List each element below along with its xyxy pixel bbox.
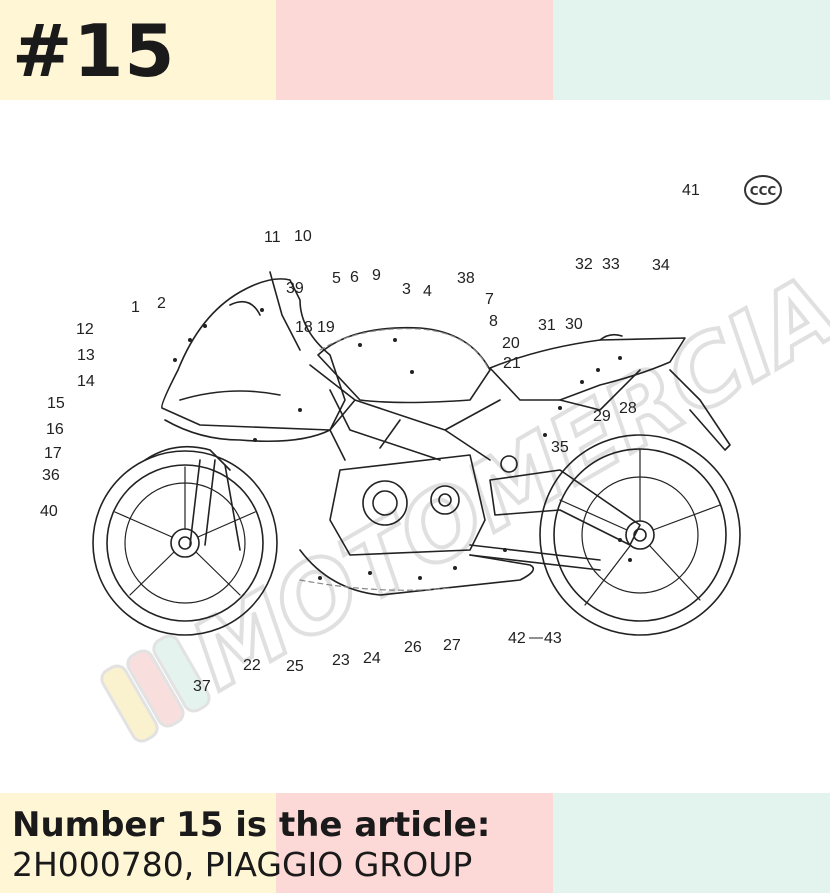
callout-32: 32 bbox=[575, 256, 593, 273]
callout-40: 40 bbox=[40, 503, 58, 520]
item-number: #15 bbox=[12, 9, 176, 93]
callout-21: 21 bbox=[503, 355, 521, 372]
callout-34: 34 bbox=[652, 257, 670, 274]
footer-article-number: 2H000780, PIAGGIO GROUP bbox=[12, 845, 473, 884]
callout-5: 5 bbox=[332, 270, 341, 287]
exploded-decal-diagram: MOTOMERCIA CCC bbox=[40, 175, 830, 743]
front-fork bbox=[189, 459, 241, 551]
callout-29: 29 bbox=[593, 408, 611, 425]
callout-2: 2 bbox=[157, 295, 166, 312]
callout-22: 22 bbox=[243, 657, 261, 674]
lower-fairing bbox=[299, 549, 535, 596]
callout-1: 1 bbox=[131, 299, 140, 316]
callout-11: 11 bbox=[264, 229, 281, 246]
ccc-mark-text: CCC bbox=[750, 184, 777, 198]
callout-18: 18 bbox=[295, 319, 313, 336]
callout-14: 14 bbox=[77, 373, 95, 390]
callout-33: 33 bbox=[602, 256, 620, 273]
callout-43: 43 bbox=[544, 630, 562, 647]
footer-band-pink bbox=[276, 793, 553, 893]
callout-8: 8 bbox=[489, 313, 498, 330]
callout-12: 12 bbox=[76, 321, 94, 338]
header-band-yellow bbox=[0, 0, 276, 100]
callout-36: 36 bbox=[42, 467, 60, 484]
callout-35: 35 bbox=[551, 439, 569, 456]
callout-25: 25 bbox=[286, 658, 304, 675]
callout-labels: 1 2 3 4 5 6 7 8 9 10 11 12 13 14 15 16 1… bbox=[40, 182, 700, 695]
callout-42: 42 bbox=[508, 630, 526, 647]
callout-28: 28 bbox=[619, 400, 637, 417]
motorcycle-drawing bbox=[92, 271, 741, 636]
header-band-pink bbox=[276, 0, 553, 100]
callout-16: 16 bbox=[46, 421, 64, 438]
callout-27: 27 bbox=[443, 637, 461, 654]
swingarm bbox=[489, 469, 641, 546]
front-wheel bbox=[92, 445, 278, 636]
header-band-mint bbox=[553, 0, 830, 100]
callout-7: 7 bbox=[485, 291, 494, 308]
callout-31: 31 bbox=[538, 317, 556, 334]
tail-light bbox=[669, 369, 731, 451]
callout-6: 6 bbox=[350, 269, 359, 286]
footer-band-yellow bbox=[0, 793, 276, 893]
callout-38: 38 bbox=[457, 270, 475, 287]
callout-10: 10 bbox=[294, 228, 312, 245]
footer-band-mint bbox=[553, 793, 830, 893]
callout-13: 13 bbox=[77, 347, 95, 364]
engine bbox=[329, 419, 486, 556]
callout-9: 9 bbox=[372, 267, 381, 284]
callout-23: 23 bbox=[332, 652, 350, 669]
footer-headline: Number 15 is the article: bbox=[12, 805, 491, 845]
callout-19: 19 bbox=[317, 319, 335, 336]
callout-39: 39 bbox=[286, 280, 304, 297]
seat-tail bbox=[489, 337, 686, 401]
callout-30: 30 bbox=[565, 316, 583, 333]
ccc-certification-mark: CCC bbox=[744, 175, 782, 205]
main-frame bbox=[309, 364, 501, 461]
callout-15: 15 bbox=[47, 395, 65, 412]
footer-band bbox=[0, 793, 830, 893]
callout-26: 26 bbox=[404, 639, 422, 656]
rear-wheel bbox=[539, 434, 741, 636]
callout-20: 20 bbox=[502, 335, 520, 352]
callout-41: 41 bbox=[682, 182, 700, 199]
front-fairing bbox=[161, 278, 346, 431]
callout-3: 3 bbox=[402, 281, 411, 298]
callout-37: 37 bbox=[193, 678, 211, 695]
callout-4: 4 bbox=[423, 283, 432, 300]
header-band bbox=[0, 0, 830, 100]
callout-24: 24 bbox=[363, 650, 381, 667]
watermark-text: MOTOMERCIA bbox=[175, 255, 830, 712]
callout-17: 17 bbox=[44, 445, 62, 462]
chain bbox=[469, 544, 601, 571]
